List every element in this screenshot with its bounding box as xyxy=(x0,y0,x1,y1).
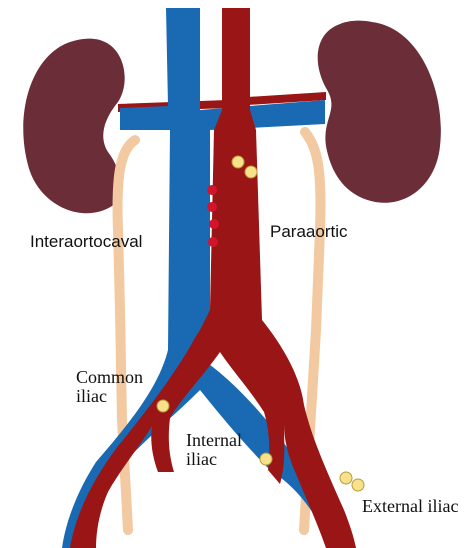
left-kidney xyxy=(23,39,124,214)
right-kidney xyxy=(318,21,441,203)
label-internal-iliac-line1: Internal xyxy=(186,431,242,450)
label-paraaortic: Paraaortic xyxy=(270,223,347,241)
label-common-iliac-line1: Common xyxy=(76,368,143,387)
lymph-node-interaortocaval-3 xyxy=(209,219,219,229)
label-common-iliac-line2: iliac xyxy=(76,387,143,406)
lymph-node-external-iliac-2 xyxy=(352,479,364,491)
label-internal-iliac-line2: iliac xyxy=(186,450,242,469)
lymph-node-paraaortic-1 xyxy=(232,156,244,168)
lymph-node-paraaortic-2 xyxy=(245,166,257,178)
lymph-node-interaortocaval-1 xyxy=(207,185,217,195)
label-interaortocaval: Interaortocaval xyxy=(30,233,142,251)
lymph-node-interaortocaval-2 xyxy=(207,202,217,212)
lymph-node-common-iliac xyxy=(157,400,169,412)
lymph-node-internal-iliac xyxy=(260,453,272,465)
label-common-iliac: Common iliac xyxy=(76,368,143,406)
lymph-node-interaortocaval-4 xyxy=(208,237,218,247)
label-external-iliac: External iliac xyxy=(362,497,458,516)
lymph-node-external-iliac-1 xyxy=(340,472,352,484)
label-internal-iliac: Internal iliac xyxy=(186,431,242,469)
